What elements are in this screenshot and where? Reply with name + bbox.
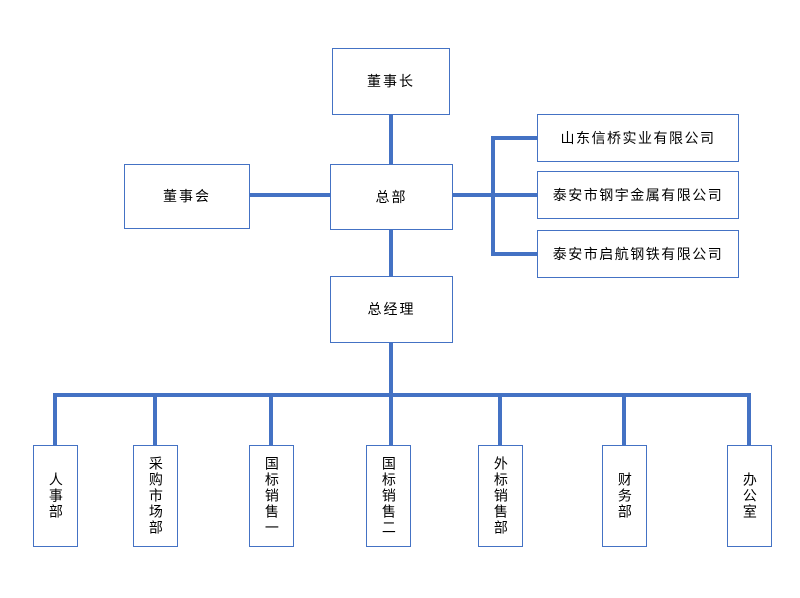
connector-drop-dept1 xyxy=(53,393,57,445)
org-node-company-3-label: 泰安市启航钢铁有限公司 xyxy=(552,245,724,262)
org-node-dept-office-label: 办公室 xyxy=(741,472,758,520)
connector-bracket-vertical xyxy=(491,136,495,256)
org-node-dept-hr-label: 人事部 xyxy=(47,472,64,520)
org-node-dept-national-sales-2-label: 国标销售二 xyxy=(380,456,397,536)
connector-branch-company1 xyxy=(491,136,537,140)
org-node-headquarters-label: 总部 xyxy=(375,188,408,205)
org-node-board-label: 董事会 xyxy=(163,188,211,205)
org-node-dept-purchasing-market-label: 采购市场部 xyxy=(147,456,164,536)
org-node-dept-national-sales-1[interactable]: 国标销售一 xyxy=(249,445,294,547)
org-node-company-3[interactable]: 泰安市启航钢铁有限公司 xyxy=(537,230,739,278)
org-node-chairman[interactable]: 董事长 xyxy=(332,48,450,115)
org-node-dept-purchasing-market[interactable]: 采购市场部 xyxy=(133,445,178,547)
connector-drop-dept5 xyxy=(498,393,502,445)
connector-distribution-bar xyxy=(53,393,751,397)
org-node-dept-finance[interactable]: 财务部 xyxy=(602,445,647,547)
org-node-company-1[interactable]: 山东信桥实业有限公司 xyxy=(537,114,739,162)
connector-drop-dept6 xyxy=(622,393,626,445)
connector-branch-company3 xyxy=(491,252,537,256)
org-node-dept-external-sales-label: 外标销售部 xyxy=(492,456,509,536)
connector-drop-dept2 xyxy=(153,393,157,445)
org-node-chairman-label: 董事长 xyxy=(367,73,415,90)
org-node-dept-finance-label: 财务部 xyxy=(616,472,633,520)
org-node-company-1-label: 山东信桥实业有限公司 xyxy=(560,129,716,146)
org-node-dept-national-sales-1-label: 国标销售一 xyxy=(263,456,280,536)
connector-drop-dept7 xyxy=(747,393,751,445)
org-node-dept-office[interactable]: 办公室 xyxy=(727,445,772,547)
connector-headquarters-gm xyxy=(389,230,393,276)
org-node-board[interactable]: 董事会 xyxy=(124,164,250,229)
org-node-headquarters[interactable]: 总部 xyxy=(330,164,453,230)
connector-board-headquarters xyxy=(250,193,330,197)
org-node-company-2[interactable]: 泰安市钢宇金属有限公司 xyxy=(537,171,739,219)
connector-drop-dept3 xyxy=(269,393,273,445)
org-node-dept-external-sales[interactable]: 外标销售部 xyxy=(478,445,523,547)
org-node-general-manager-label: 总经理 xyxy=(367,301,416,318)
org-node-dept-national-sales-2[interactable]: 国标销售二 xyxy=(366,445,411,547)
org-node-general-manager[interactable]: 总经理 xyxy=(330,276,453,343)
org-node-dept-hr[interactable]: 人事部 xyxy=(33,445,78,547)
connector-headquarters-company2 xyxy=(453,193,537,197)
connector-chairman-headquarters xyxy=(389,115,393,164)
org-node-company-2-label: 泰安市钢宇金属有限公司 xyxy=(552,186,724,203)
